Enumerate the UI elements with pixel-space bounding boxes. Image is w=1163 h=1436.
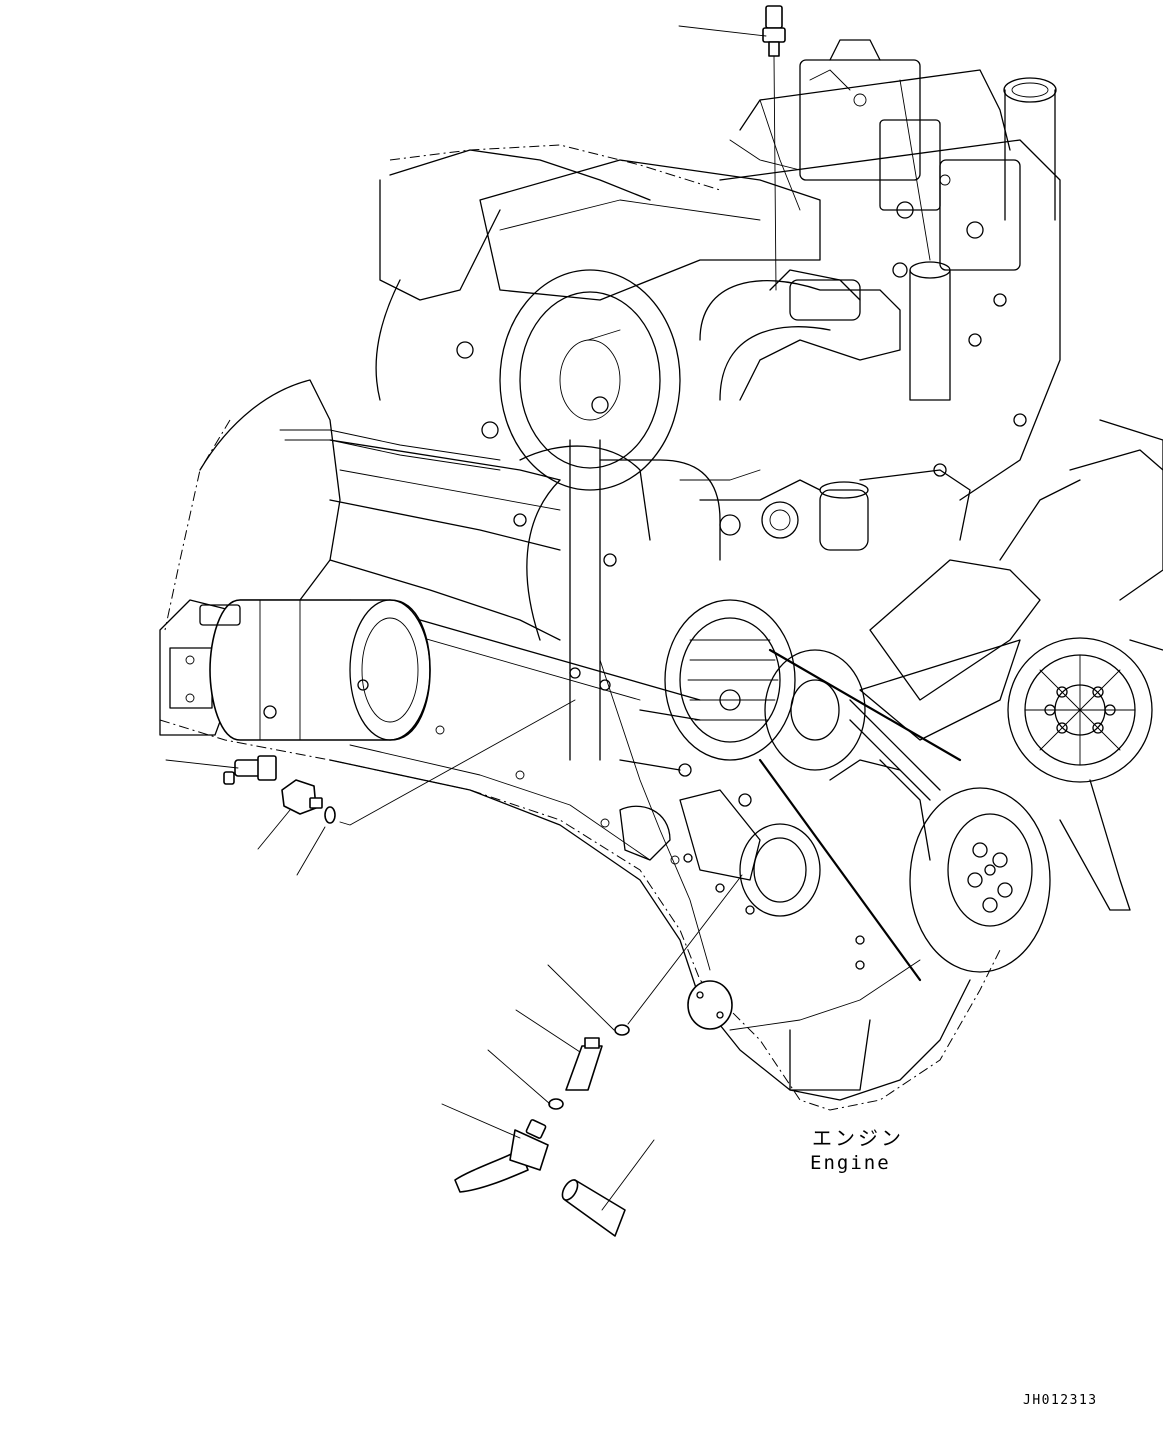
left-connector[interactable]: [257, 779, 323, 850]
engine-label-en: Engine: [810, 1152, 891, 1174]
engine-label-jp: エンジン: [812, 1126, 904, 1150]
top-sensor[interactable]: [678, 5, 786, 291]
lower-sleeve[interactable]: [515, 1009, 603, 1091]
engine-assembly: [159, 39, 1163, 1111]
lower-washer[interactable]: [487, 1049, 564, 1110]
lower-hose-end[interactable]: [559, 1139, 655, 1237]
left-adapter[interactable]: [165, 755, 277, 785]
lower-elbow-fitting[interactable]: [441, 1103, 549, 1193]
left-o-ring[interactable]: [296, 699, 576, 876]
figure-id: JH012313: [1023, 1393, 1098, 1408]
lower-o-ring[interactable]: [547, 874, 743, 1036]
